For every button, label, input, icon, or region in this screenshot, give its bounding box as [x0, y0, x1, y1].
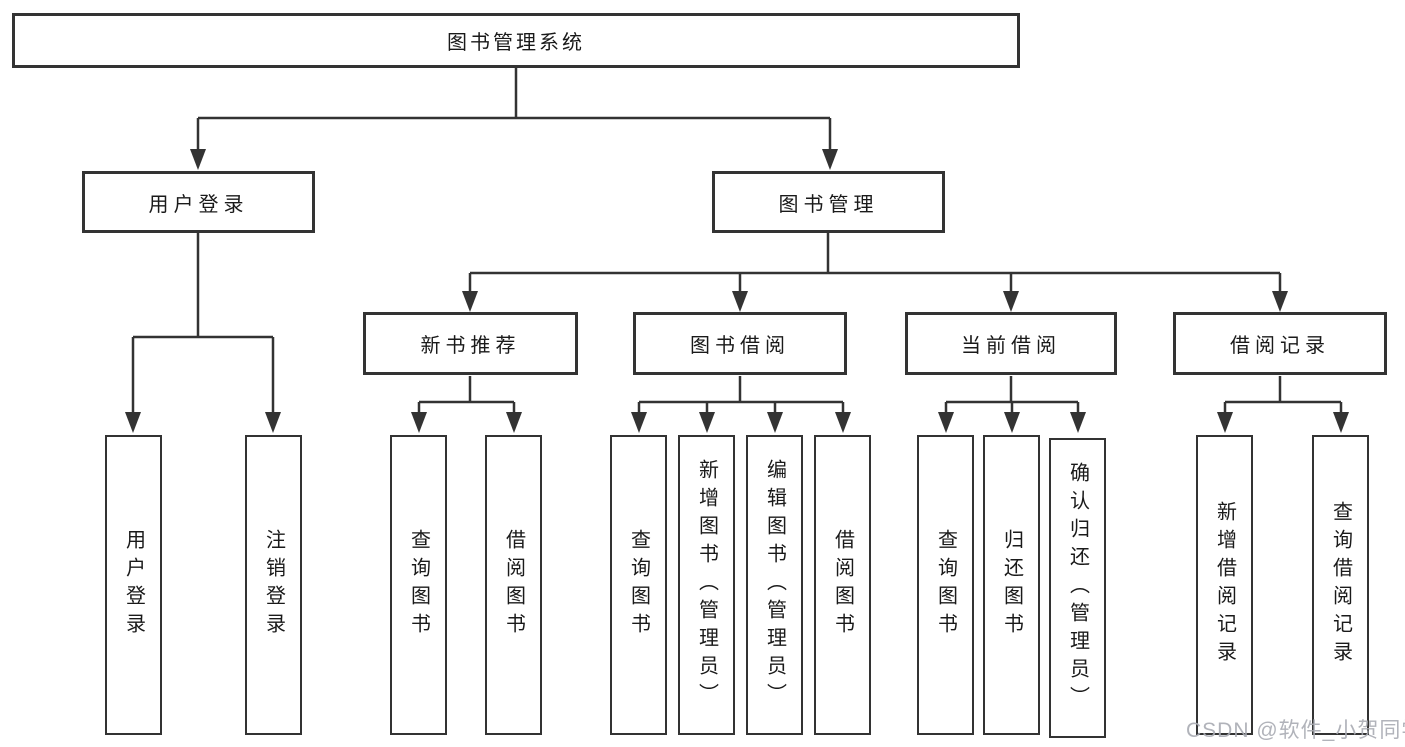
node-book-borrow: 图书借阅 [633, 312, 847, 375]
leaf-user-login: 用户登录 [105, 435, 162, 735]
leaf-logout: 注销登录 [245, 435, 302, 735]
node-current-borrow: 当前借阅 [905, 312, 1117, 375]
connector-new-book-children [417, 376, 516, 414]
node-user-login: 用户登录 [82, 171, 315, 233]
leaf-borrow-add-books-admin: 新增图书（管理员） [678, 435, 735, 735]
connector-borrow-records-children [1223, 376, 1343, 414]
connector-book-management-children [468, 233, 1282, 293]
leaf-records-query-record: 查询借阅记录 [1312, 435, 1369, 735]
leaf-current-query-books: 查询图书 [917, 435, 974, 735]
leaf-borrow-query-books: 查询图书 [610, 435, 667, 735]
connector-user-login-children [131, 233, 275, 414]
connector-book-borrow-children [637, 376, 845, 414]
node-new-book-recommend: 新书推荐 [363, 312, 578, 375]
connector-root-to-level1 [196, 68, 832, 151]
node-borrow-records: 借阅记录 [1173, 312, 1387, 375]
node-book-management: 图书管理 [712, 171, 945, 233]
leaf-current-confirm-return-admin: 确认归还（管理员） [1049, 438, 1106, 738]
leaf-rec-borrow-books: 借阅图书 [485, 435, 542, 735]
csdn-watermark: CSDN @软件_小贺同学 [1186, 719, 1405, 742]
leaf-rec-query-books: 查询图书 [390, 435, 447, 735]
leaf-borrow-borrow-books: 借阅图书 [814, 435, 871, 735]
leaf-records-add-record: 新增借阅记录 [1196, 435, 1253, 735]
leaf-current-return-books: 归还图书 [983, 435, 1040, 735]
node-root: 图书管理系统 [12, 13, 1020, 68]
connector-current-borrow-children [944, 376, 1080, 414]
leaf-borrow-edit-books-admin: 编辑图书（管理员） [746, 435, 803, 735]
